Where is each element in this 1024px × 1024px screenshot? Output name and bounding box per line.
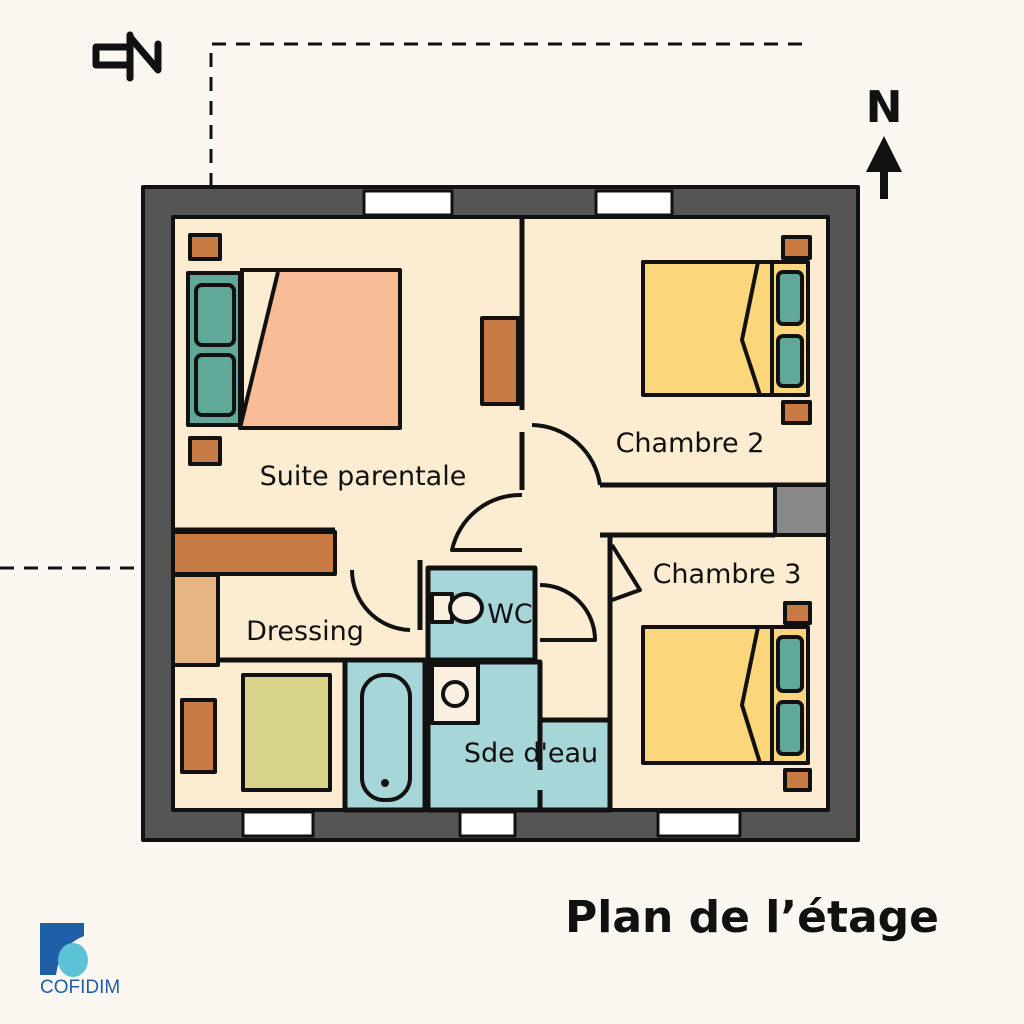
room-label-chambre3: Chambre 3 [653, 559, 802, 590]
dressing-bench [241, 673, 332, 792]
bathtub-icon [360, 673, 412, 802]
property-boundary [0, 42, 806, 570]
svg-text:N: N [866, 82, 903, 133]
door-swings [350, 423, 642, 642]
windows [241, 189, 742, 838]
room-label-wc: WC [487, 599, 533, 630]
svg-text:COFIDIM: COFIDIM [40, 977, 120, 998]
room-label-suite: Suite parentale [260, 461, 467, 492]
orientation-symbol-icon [92, 31, 162, 82]
chambre3-bed [641, 625, 810, 765]
drain-icon [381, 779, 389, 787]
chambre2-bed [641, 260, 810, 397]
sink-area [430, 663, 480, 725]
master-bed [186, 268, 402, 430]
dressing-shelf [171, 573, 220, 667]
cofidim-logo: COFIDIM [40, 923, 120, 998]
sink-icon [441, 680, 469, 708]
room-label-sde: Sde d'eau [464, 738, 598, 769]
room-label-dressing: Dressing [246, 616, 364, 647]
north-arrow-icon: N [866, 82, 903, 199]
plan-title: Plan de l’étage [565, 892, 939, 943]
room-label-chambre2: Chambre 2 [616, 428, 765, 459]
toilet-icon [430, 592, 484, 624]
closet-block [773, 483, 830, 537]
furniture-pieces [171, 233, 812, 792]
